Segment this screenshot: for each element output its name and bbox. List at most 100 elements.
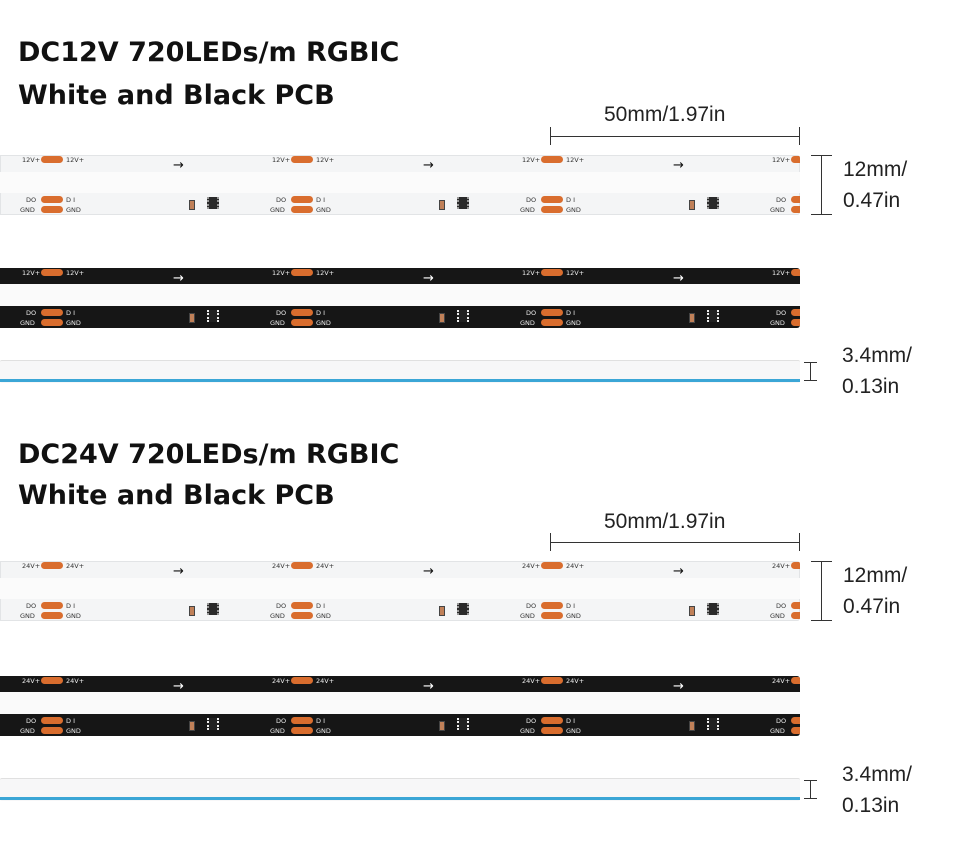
gnd-label: GND <box>316 727 331 735</box>
do-label: DO <box>276 309 287 317</box>
voltage-label: 24V+ <box>22 562 41 570</box>
section2-thickness-tick-bottom <box>804 798 817 799</box>
ic-chip <box>207 603 219 615</box>
section1-thickness-line <box>810 362 811 380</box>
voltage-label: 24V+ <box>22 677 41 685</box>
voltage-label: 24V+ <box>566 677 585 685</box>
section2-title-line2: White and Black PCB <box>18 480 335 511</box>
gnd-label: GND <box>20 612 35 620</box>
voltage-label: 24V+ <box>522 562 541 570</box>
direction-arrow-icon: → <box>423 271 434 286</box>
voltage-label: 12V+ <box>772 156 791 164</box>
do-label: DO <box>26 309 37 317</box>
copper-pad <box>791 196 800 203</box>
gnd-label: GND <box>270 727 285 735</box>
led-channel <box>0 692 800 714</box>
gnd-label: GND <box>770 612 785 620</box>
di-label: D I <box>316 196 325 204</box>
section1-width-tick-bottom <box>811 214 832 215</box>
gnd-label: GND <box>566 319 581 327</box>
do-label: DO <box>776 196 787 204</box>
section2-length-label: 50mm/1.97in <box>604 510 726 533</box>
gnd-label: GND <box>770 206 785 214</box>
section2-side-profile <box>0 778 800 801</box>
ic-chip <box>457 603 469 615</box>
voltage-label: 12V+ <box>272 156 291 164</box>
gnd-label: GND <box>520 727 535 735</box>
copper-pad <box>541 717 563 724</box>
section1-thickness-label-line1: 3.4mm/ <box>842 344 913 367</box>
capacitor <box>439 606 445 616</box>
led-channel <box>0 578 800 599</box>
gnd-label: GND <box>520 319 535 327</box>
direction-arrow-icon: → <box>423 158 434 173</box>
capacitor <box>689 606 695 616</box>
gnd-label: GND <box>20 206 35 214</box>
capacitor <box>189 721 195 731</box>
section2-length-tick-right <box>799 533 800 551</box>
copper-pad <box>541 727 563 734</box>
voltage-label: 12V+ <box>566 156 585 164</box>
capacitor <box>689 721 695 731</box>
section2-thickness-label-line2: 0.13in <box>842 794 900 817</box>
ic-chip <box>707 603 719 615</box>
section1-length-tick-left <box>550 127 551 145</box>
copper-pad <box>291 156 313 163</box>
voltage-label: 12V+ <box>22 269 41 277</box>
copper-pad <box>291 269 313 276</box>
voltage-label: 24V+ <box>316 562 335 570</box>
copper-pad <box>541 206 563 213</box>
do-label: DO <box>526 717 537 725</box>
di-label: D I <box>566 196 575 204</box>
voltage-label: 12V+ <box>522 156 541 164</box>
voltage-label: 12V+ <box>522 269 541 277</box>
direction-arrow-icon: → <box>673 158 684 173</box>
section2-width-tick-bottom <box>811 620 832 621</box>
copper-pad <box>41 717 63 724</box>
ic-chip <box>207 718 219 730</box>
copper-pad <box>41 319 63 326</box>
copper-pad <box>41 602 63 609</box>
voltage-label: 12V+ <box>316 156 335 164</box>
copper-pad <box>541 196 563 203</box>
copper-pad <box>291 727 313 734</box>
copper-pad <box>41 612 63 619</box>
di-label: D I <box>66 196 75 204</box>
section2-width-label-line1: 12mm/ <box>843 564 908 587</box>
section1-width-label-line2: 0.47in <box>843 189 901 212</box>
direction-arrow-icon: → <box>673 679 684 694</box>
do-label: DO <box>276 717 287 725</box>
di-label: D I <box>566 717 575 725</box>
voltage-label: 12V+ <box>66 156 85 164</box>
do-label: DO <box>526 196 537 204</box>
copper-pad <box>791 562 800 569</box>
do-label: DO <box>526 602 537 610</box>
section2-thickness-line <box>810 780 811 798</box>
section2-width-tick-top <box>811 561 832 562</box>
section2-length-tick-left <box>550 533 551 551</box>
do-label: DO <box>526 309 537 317</box>
do-label: DO <box>26 602 37 610</box>
copper-pad <box>41 562 63 569</box>
copper-pad <box>41 677 63 684</box>
section1-length-label: 50mm/1.97in <box>604 103 726 126</box>
copper-pad <box>41 269 63 276</box>
copper-pad <box>541 562 563 569</box>
di-label: D I <box>316 602 325 610</box>
section1-title-line2: White and Black PCB <box>18 80 335 111</box>
copper-pad <box>291 677 313 684</box>
copper-pad <box>41 727 63 734</box>
di-label: D I <box>316 309 325 317</box>
direction-arrow-icon: → <box>173 271 184 286</box>
capacitor <box>189 313 195 323</box>
copper-pad <box>41 196 63 203</box>
section2-length-line <box>550 542 800 543</box>
gnd-label: GND <box>66 727 81 735</box>
gnd-label: GND <box>316 319 331 327</box>
copper-pad <box>541 602 563 609</box>
capacitor <box>689 200 695 210</box>
copper-pad <box>41 206 63 213</box>
copper-pad <box>791 602 800 609</box>
